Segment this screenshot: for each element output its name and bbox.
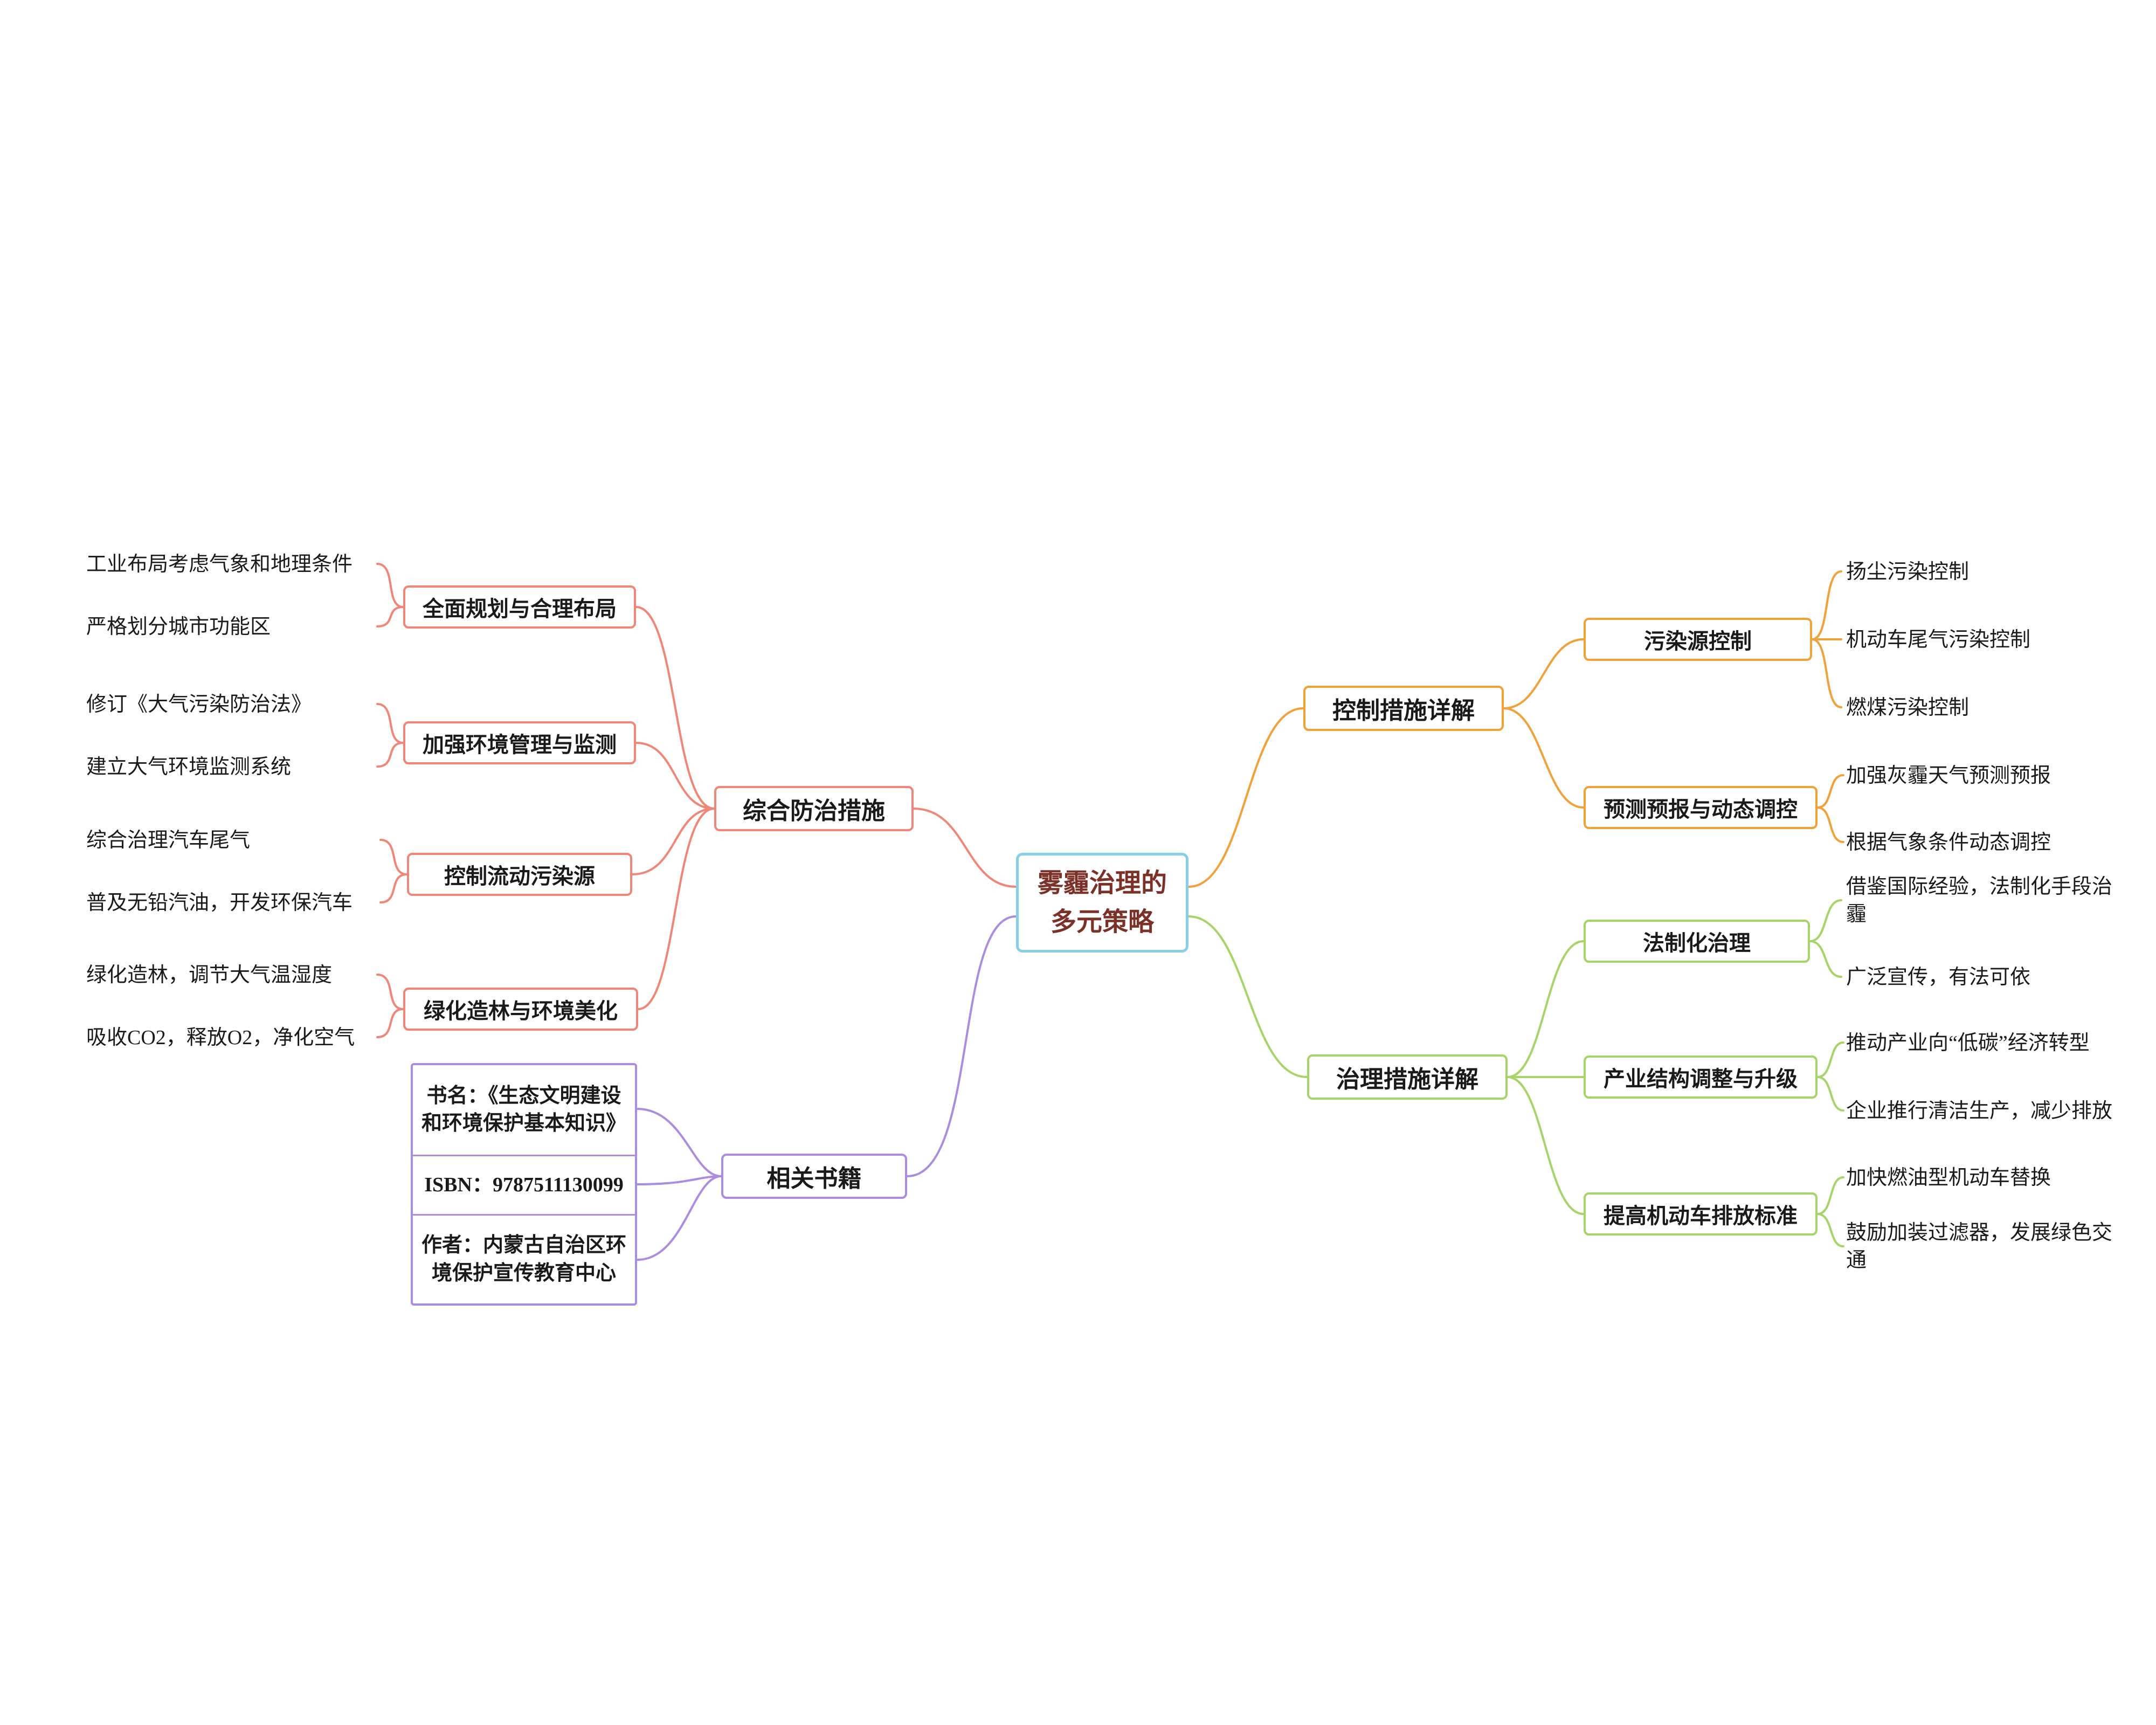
leaf-international-experience[interactable]: 借鉴国际经验，法制化手段治霾 (1846, 875, 2113, 926)
leaf-vehicle-exhaust[interactable]: 综合治理汽车尾气 (86, 829, 251, 852)
leaf-revise-air-law[interactable]: 修订《大气污染防治法》 (86, 693, 312, 716)
leaf-fuel-vehicle-replacement[interactable]: 加快燃油型机动车替换 (1846, 1167, 2051, 1189)
node-legal-governance[interactable]: 法制化治理 (1584, 920, 1810, 963)
leaf-afforestation-humidity[interactable]: 绿化造林，调节大气温湿度 (86, 964, 333, 986)
leaf-filters-green-transport[interactable]: 鼓励加装过滤器，发展绿色交通 (1846, 1222, 2113, 1272)
node-env-management-monitoring[interactable]: 加强环境管理与监测 (403, 721, 636, 764)
book-author-cell[interactable]: 作者：内蒙古自治区环境保护宣传教育中心 (413, 1214, 635, 1303)
node-forecast-dynamic-regulation[interactable]: 预测预报与动态调控 (1584, 786, 1818, 829)
leaf-haze-forecast[interactable]: 加强灰霾天气预测预报 (1846, 764, 2051, 787)
node-pollution-source-control[interactable]: 污染源控制 (1584, 618, 1812, 661)
leaf-publicity-law[interactable]: 广泛宣传，有法可依 (1846, 966, 2031, 989)
leaf-city-function-zones[interactable]: 严格划分城市功能区 (86, 616, 271, 638)
books-branch-connectors (636, 915, 1017, 1261)
node-comprehensive-measures[interactable]: 综合防治措施 (714, 786, 914, 831)
leaf-clean-production[interactable]: 企业推行清洁生产，减少排放 (1846, 1100, 2113, 1122)
node-overall-planning[interactable]: 全面规划与合理布局 (403, 585, 636, 629)
leaf-low-carbon-transition[interactable]: 推动产业向“低碳”经济转型 (1846, 1032, 2090, 1054)
leaf-vehicle-exhaust-control[interactable]: 机动车尾气污染控制 (1846, 629, 2031, 651)
governance-branch-connectors (1187, 899, 1844, 1247)
comprehensive-branch-connectors (376, 563, 1017, 1038)
leaf-weather-based-regulation[interactable]: 根据气象条件动态调控 (1846, 831, 2051, 854)
leaf-dust-control[interactable]: 扬尘污染控制 (1846, 561, 1970, 583)
leaf-monitoring-system[interactable]: 建立大气环境监测系统 (86, 756, 292, 778)
node-related-books[interactable]: 相关书籍 (721, 1154, 907, 1199)
node-industrial-restructuring[interactable]: 产业结构调整与升级 (1584, 1055, 1818, 1099)
leaf-coal-pollution-control[interactable]: 燃煤污染控制 (1846, 696, 1970, 719)
node-afforestation-beautification[interactable]: 绿化造林与环境美化 (403, 988, 638, 1031)
book-title-cell[interactable]: 书名：《生态文明建设和环境保护基本知识》 (421, 1084, 626, 1135)
root-node[interactable]: 雾霾治理的 多元策略 (1016, 853, 1188, 953)
leaf-industrial-layout[interactable]: 工业布局考虑气象和地理条件 (86, 553, 353, 576)
node-governance-measures-detail[interactable]: 治理措施详解 (1307, 1054, 1508, 1100)
control-branch-connectors (1187, 570, 1844, 888)
node-control-measures-detail[interactable]: 控制措施详解 (1303, 686, 1504, 731)
node-vehicle-emission-standards[interactable]: 提高机动车排放标准 (1584, 1192, 1818, 1236)
leaf-unleaded-gasoline[interactable]: 普及无铅汽油，开发环保汽车 (86, 892, 353, 914)
book-info-box: 书名：《生态文明建设和环境保护基本知识》 ISBN：9787511130099 … (411, 1063, 637, 1306)
node-mobile-pollution-control[interactable]: 控制流动污染源 (407, 853, 632, 896)
leaf-absorb-co2[interactable]: 吸收CO2，释放O2，净化空气 (86, 1026, 355, 1049)
book-isbn-cell[interactable]: ISBN：9787511130099 (413, 1155, 635, 1214)
